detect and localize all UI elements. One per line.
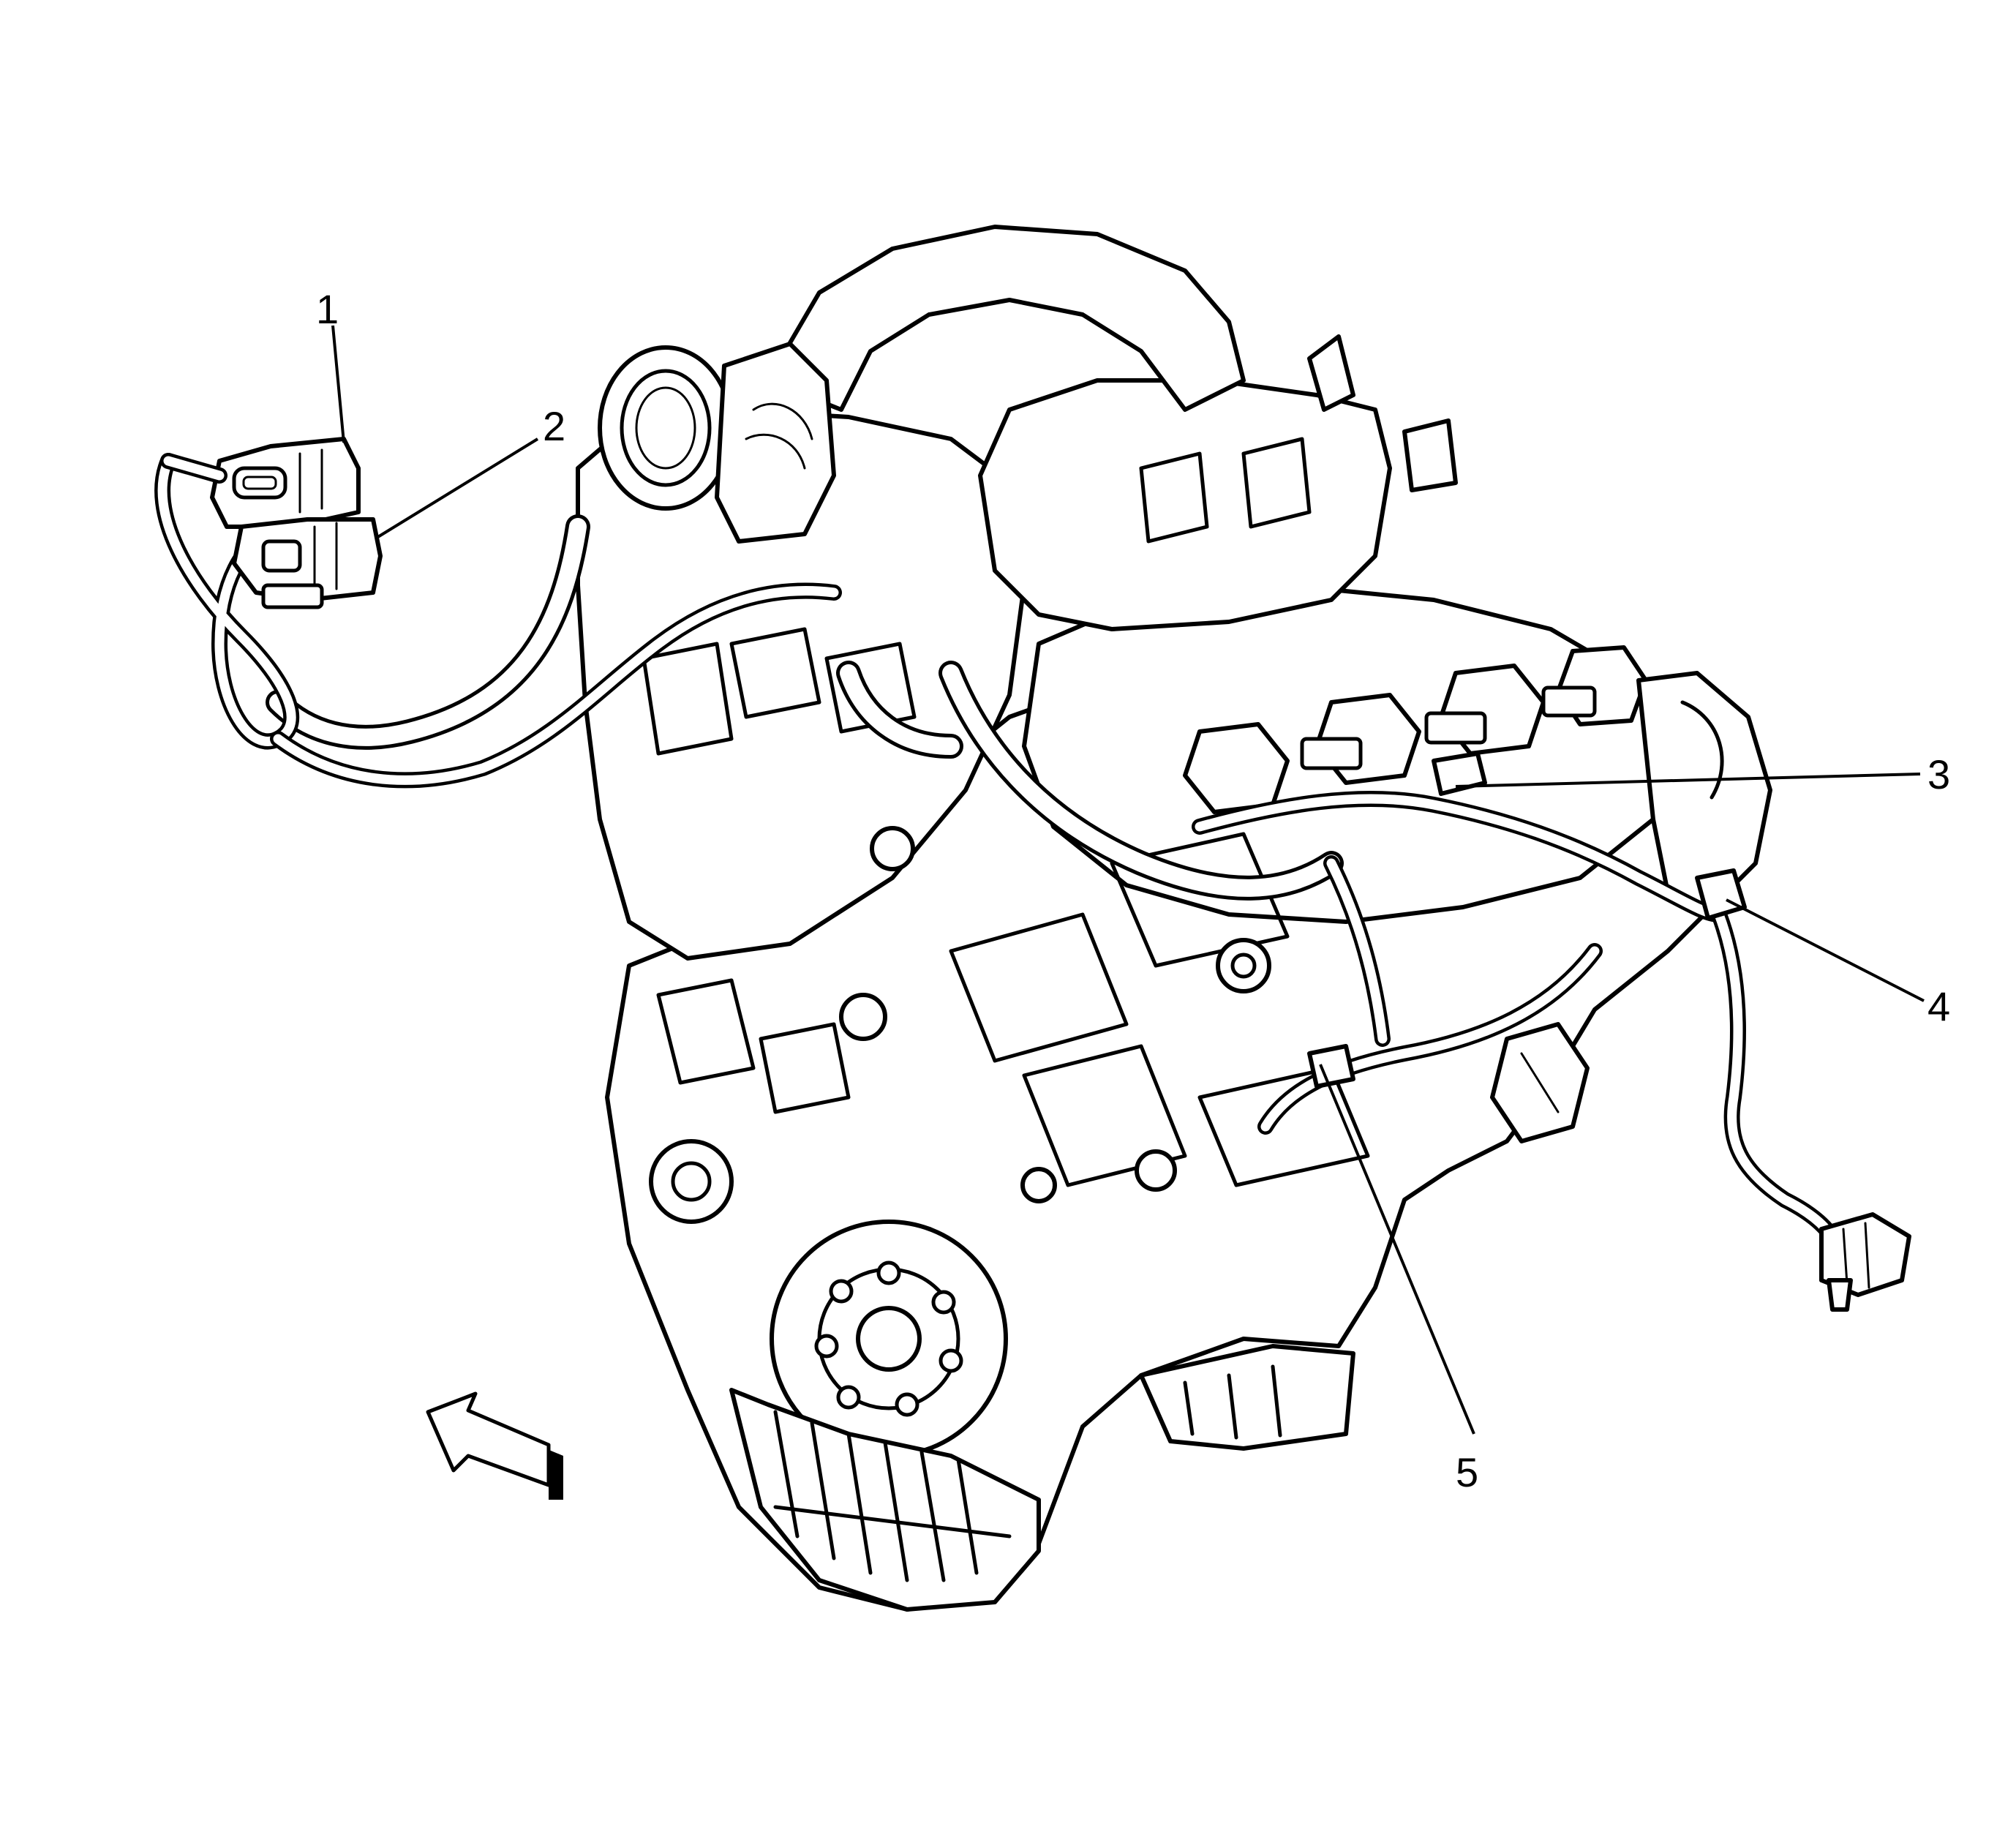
intake-plenum bbox=[978, 378, 1392, 631]
harness-clip-5 bbox=[1307, 1044, 1355, 1089]
callout-2: 2 bbox=[543, 403, 565, 449]
callout-3: 3 bbox=[1927, 751, 1950, 797]
callout-labels: 1 2 3 4 5 bbox=[316, 286, 1950, 1495]
callout-1: 1 bbox=[316, 286, 339, 332]
leader-line-4 bbox=[1726, 898, 1925, 1002]
harness-connector-2 bbox=[232, 517, 383, 609]
oil-pan bbox=[729, 1344, 1355, 1612]
engine-illustration bbox=[266, 225, 1772, 1612]
harness-clip-4 bbox=[1695, 868, 1747, 920]
callout-4: 4 bbox=[1927, 983, 1950, 1029]
harness-clip-3 bbox=[1432, 751, 1487, 796]
engine-wiring-harness bbox=[154, 437, 1911, 1312]
ignition-coils bbox=[1183, 645, 1648, 814]
coolant-hose bbox=[266, 514, 1344, 901]
harness-end-connector bbox=[1819, 1212, 1911, 1312]
callout-5: 5 bbox=[1456, 1449, 1478, 1495]
leader-line-5 bbox=[1319, 1064, 1475, 1435]
leader-line-2 bbox=[375, 437, 539, 539]
leader-line-3 bbox=[1455, 773, 1921, 788]
intake-manifold-runner bbox=[766, 225, 1246, 412]
direction-arrow-icon bbox=[426, 1391, 563, 1500]
block-details bbox=[642, 334, 1458, 1224]
right-side-components bbox=[1490, 671, 1772, 1143]
flexplate bbox=[770, 1220, 1008, 1458]
harness-connector-1 bbox=[210, 437, 361, 529]
leader-lines bbox=[331, 325, 1925, 1435]
throttle-body bbox=[598, 342, 836, 544]
leader-line-1 bbox=[331, 325, 345, 443]
